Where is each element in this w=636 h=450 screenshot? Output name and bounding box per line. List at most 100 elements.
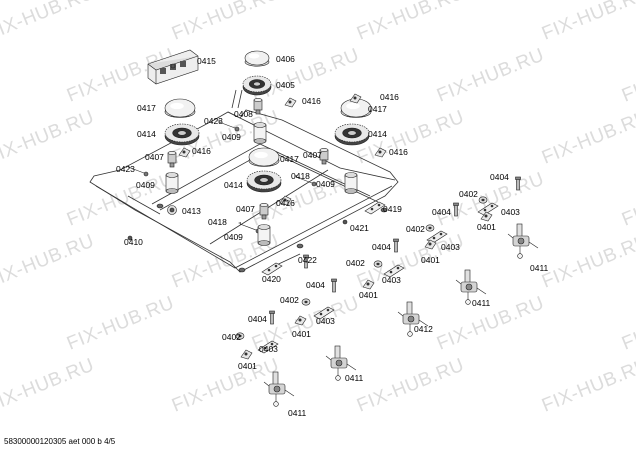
part-clip-drawing	[240, 349, 253, 360]
part-valve-drawing	[397, 301, 429, 337]
part-clip-drawing	[349, 93, 362, 104]
part-holder-drawing	[165, 172, 179, 194]
part-label: 0403	[316, 316, 335, 326]
part-thermocouple-drawing	[294, 175, 317, 187]
watermark-text: FIX-HUB.RU	[434, 293, 547, 355]
part-label: 0409	[136, 180, 155, 190]
part-valve-drawing	[325, 345, 357, 381]
part-valve-drawing	[455, 269, 487, 305]
part-rail-drawing	[342, 219, 348, 225]
part-label: 0410	[124, 237, 143, 247]
part-burner-large-drawing	[246, 170, 282, 193]
watermark-text: FIX-HUB.RU	[619, 169, 636, 231]
part-label: 0421	[350, 223, 369, 233]
part-label: 0402	[406, 224, 425, 234]
watermark-text: FIX-HUB.RU	[539, 355, 636, 417]
part-label: 0404	[432, 207, 451, 217]
part-bracket-drawing	[364, 201, 386, 215]
part-label: 0413	[182, 206, 201, 216]
watermark-text: FIX-HUB.RU	[64, 293, 177, 355]
document-footer: 58300000120305 aet 000 b 4/5	[4, 437, 116, 446]
watermark-text: FIX-HUB.RU	[169, 355, 282, 417]
part-label: 0411	[345, 373, 364, 383]
part-label: 0412	[414, 324, 433, 334]
part-washer-drawing	[425, 224, 435, 232]
part-label: 0411	[530, 263, 549, 273]
part-label: 0402	[346, 258, 365, 268]
part-label: 0414	[224, 180, 243, 190]
part-label: 0404	[372, 242, 391, 252]
part-label: 0401	[359, 290, 378, 300]
part-valve-drawing	[263, 371, 295, 407]
watermark-text: FIX-HUB.RU	[434, 45, 547, 107]
part-label: 0409	[316, 179, 335, 189]
part-label: 0403	[382, 275, 401, 285]
part-label: 0418	[208, 217, 227, 227]
part-label: 0418	[291, 171, 310, 181]
watermark-text: FIX-HUB.RU	[539, 0, 636, 45]
part-washer-drawing	[478, 196, 488, 204]
part-nozzle-drawing	[253, 98, 263, 115]
part-label: 0404	[248, 314, 267, 324]
part-label: 0403	[441, 242, 460, 252]
part-clip-drawing	[362, 279, 375, 290]
part-label: 0416	[302, 96, 321, 106]
watermark-text: FIX-HUB.RU	[0, 355, 97, 417]
part-screw-drawing	[453, 202, 459, 217]
part-label: 0402	[280, 295, 299, 305]
part-burner-large-drawing	[164, 123, 200, 146]
part-label: 0422	[298, 255, 317, 265]
part-label: 0415	[197, 56, 216, 66]
part-label: 0401	[292, 329, 311, 339]
part-clip-drawing	[424, 239, 437, 250]
part-washer-drawing	[373, 260, 383, 268]
part-label: 0407	[145, 152, 164, 162]
part-label: 0407	[236, 204, 255, 214]
watermark-text: FIX-HUB.RU	[354, 0, 467, 45]
part-washer-drawing	[235, 332, 245, 340]
part-nozzle-drawing	[167, 151, 177, 168]
part-label: 0409	[224, 232, 243, 242]
part-label: 0414	[137, 129, 156, 139]
watermark-text: FIX-HUB.RU	[0, 0, 97, 45]
part-bracket-drawing	[383, 264, 405, 278]
part-burner-large-drawing	[334, 123, 370, 146]
part-label: 0409	[222, 132, 241, 142]
part-label: 0404	[490, 172, 509, 182]
part-thermocouple-drawing	[126, 165, 149, 177]
part-label: 0416	[380, 92, 399, 102]
part-cap-large-drawing	[164, 98, 196, 118]
part-label: 0414	[368, 129, 387, 139]
watermark-text: FIX-HUB.RU	[619, 293, 636, 355]
part-label: 0402	[222, 332, 241, 342]
part-label: 0417	[368, 104, 387, 114]
part-label: 0423	[204, 116, 223, 126]
part-label: 0404	[306, 280, 325, 290]
part-label: 0407	[303, 150, 322, 160]
part-bracket-drawing	[477, 202, 499, 216]
watermark-text: FIX-HUB.RU	[539, 107, 636, 169]
part-nozzle-drawing	[319, 148, 329, 165]
part-bracket-drawing	[313, 306, 335, 320]
part-cap-large-drawing	[248, 147, 280, 167]
part-label: 0401	[238, 361, 257, 371]
part-label: 0416	[389, 147, 408, 157]
part-label: 0411	[472, 298, 491, 308]
part-holder-drawing	[344, 172, 358, 194]
part-label: 0402	[459, 189, 478, 199]
part-screw-drawing	[303, 254, 309, 269]
watermark-text: FIX-HUB.RU	[539, 231, 636, 293]
parts-layer	[126, 50, 539, 407]
watermark-text: FIX-HUB.RU	[0, 107, 97, 169]
part-holder-drawing	[257, 224, 271, 246]
part-label: 0419	[383, 204, 402, 214]
part-label: 0406	[276, 54, 295, 64]
part-label: 0416	[192, 146, 211, 156]
part-clip-drawing	[178, 147, 191, 158]
part-cap-small-drawing	[244, 50, 270, 67]
part-clip-drawing	[480, 211, 493, 222]
part-label: 0405	[276, 80, 295, 90]
